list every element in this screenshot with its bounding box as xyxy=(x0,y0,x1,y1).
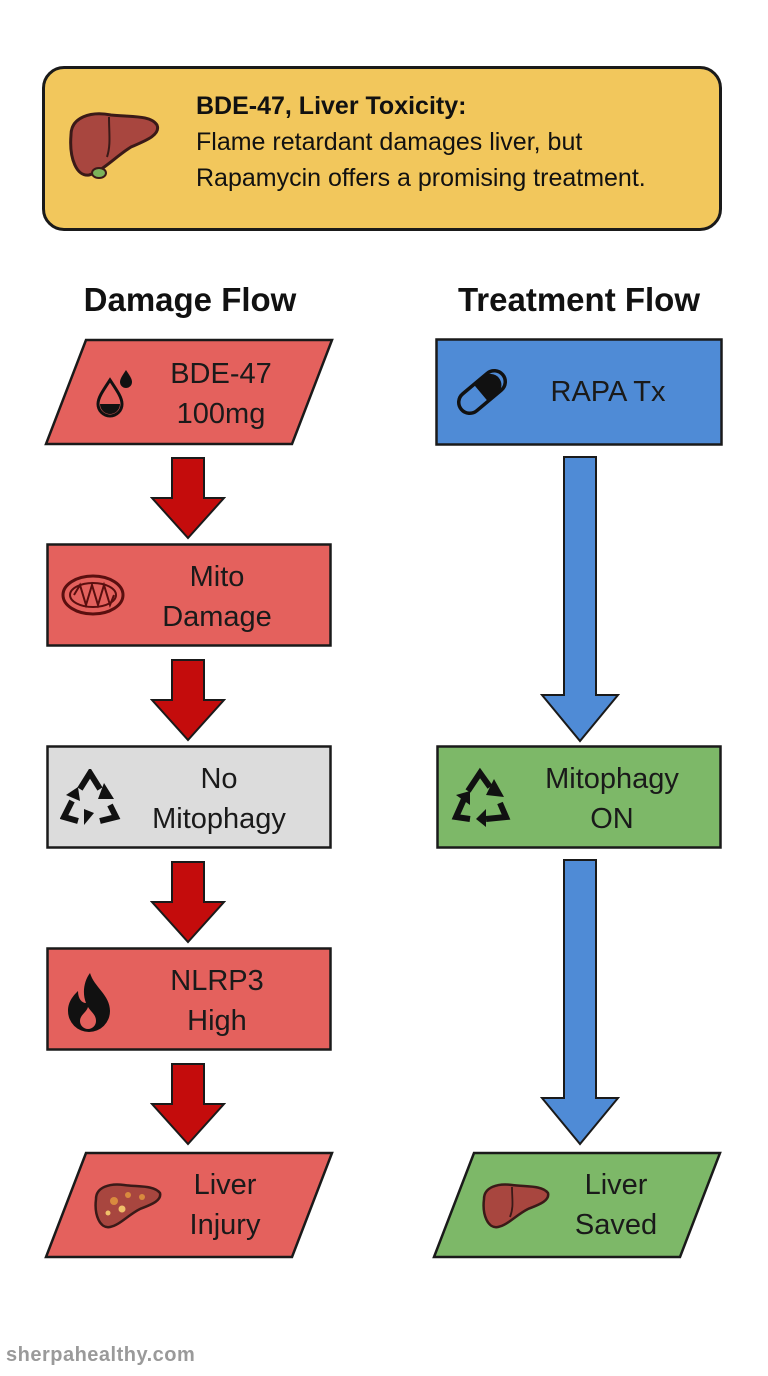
node-mito-damage: Mito Damage xyxy=(46,543,332,647)
liver-icon xyxy=(69,112,160,179)
broken-recycle-icon xyxy=(60,769,121,825)
banner-description: Flame retardant damages liver, but Rapam… xyxy=(196,128,646,192)
node-no-mitophagy: No Mitophagy xyxy=(46,745,332,849)
node-liver-saved: Liver Saved xyxy=(432,1151,722,1259)
droplet-icon xyxy=(96,370,132,418)
node-liver-saved-shape xyxy=(432,1151,722,1259)
damage-flow-heading: Damage Flow xyxy=(83,281,297,318)
flame-icon xyxy=(68,973,110,1032)
node-mito-damage-line2: Damage xyxy=(162,601,272,633)
header-banner: BDE-47, Liver Toxicity: Flame retardant … xyxy=(42,66,722,231)
treatment-flow-heading: Treatment Flow xyxy=(457,281,701,318)
node-mito-damage-line1: Mito xyxy=(189,561,245,593)
node-bde47: BDE-47 100mg xyxy=(44,338,334,446)
damage-arrow-3 xyxy=(150,861,226,944)
node-liver-saved-line1: Liver xyxy=(584,1169,648,1201)
banner-title: BDE-47, Liver Toxicity: xyxy=(196,92,467,120)
damaged-liver-icon xyxy=(94,1183,162,1229)
node-nlrp3-high: NLRP3 High xyxy=(46,947,332,1051)
node-mitophagy-on-shape xyxy=(436,745,722,849)
node-rapa-tx-label: RAPA Tx xyxy=(550,376,666,408)
node-rapa-tx: RAPA Tx xyxy=(435,338,723,446)
node-liver-injury-shape xyxy=(44,1151,334,1259)
healthy-liver-icon xyxy=(482,1183,550,1229)
recycle-icon xyxy=(451,767,511,827)
node-no-mitophagy-shape xyxy=(46,745,332,849)
node-bde47-line2: 100mg xyxy=(176,398,266,430)
node-liver-injury-line1: Liver xyxy=(193,1169,257,1201)
damage-arrow-1 xyxy=(150,457,226,540)
site-watermark: sherpahealthy.com xyxy=(6,1344,196,1366)
node-no-mitophagy-line2: Mitophagy xyxy=(152,803,286,835)
node-bde47-line1: BDE-47 xyxy=(170,358,272,390)
damage-arrow-4 xyxy=(150,1063,226,1146)
node-mitophagy-on-line2: ON xyxy=(590,803,634,835)
node-bde47-shape xyxy=(44,338,334,446)
node-nlrp3-high-line1: NLRP3 xyxy=(170,965,264,997)
node-mitophagy-on-line1: Mitophagy xyxy=(545,763,679,795)
node-no-mitophagy-line1: No xyxy=(200,763,238,795)
treatment-arrow-2 xyxy=(540,859,620,1146)
node-nlrp3-high-line2: High xyxy=(187,1005,247,1037)
node-mitophagy-on: Mitophagy ON xyxy=(436,745,722,849)
damage-arrow-2 xyxy=(150,659,226,742)
node-liver-injury: Liver Injury xyxy=(44,1151,334,1259)
treatment-arrow-1 xyxy=(540,456,620,743)
node-liver-injury-line2: Injury xyxy=(189,1209,261,1241)
node-liver-saved-line2: Saved xyxy=(574,1209,658,1241)
capsule-icon xyxy=(456,368,508,416)
mitochondria-icon xyxy=(61,574,125,616)
